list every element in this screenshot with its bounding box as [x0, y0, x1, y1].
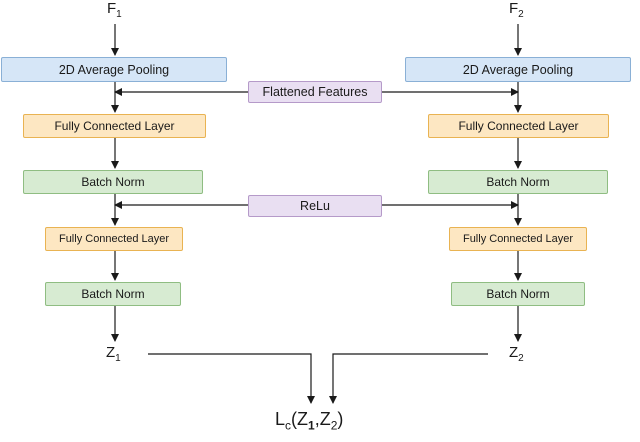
right-avg-pooling: 2D Average Pooling [405, 57, 631, 82]
contrastive-loss-label: Lc(Z1,Z2) [275, 409, 344, 433]
input-f2: F2 [509, 0, 524, 20]
relu-box: ReLu [248, 195, 382, 217]
left-batch-norm-1: Batch Norm [23, 170, 203, 194]
left-avg-pooling: 2D Average Pooling [1, 57, 227, 82]
left-batch-norm-2: Batch Norm [45, 282, 181, 306]
left-fc-layer-2: Fully Connected Layer [45, 227, 183, 251]
right-fc-layer-2: Fully Connected Layer [449, 227, 587, 251]
output-z2: Z2 [509, 344, 524, 364]
flattened-features-box: Flattened Features [248, 81, 382, 103]
right-fc-layer-1: Fully Connected Layer [428, 114, 609, 138]
left-fc-layer-1: Fully Connected Layer [23, 114, 206, 138]
edge-z2-loss [329, 353, 488, 404]
edge-z1-loss [148, 353, 315, 404]
right-batch-norm-1: Batch Norm [428, 170, 608, 194]
right-batch-norm-2: Batch Norm [451, 282, 585, 306]
input-f1: F1 [107, 0, 122, 20]
output-z1: Z1 [106, 344, 121, 364]
